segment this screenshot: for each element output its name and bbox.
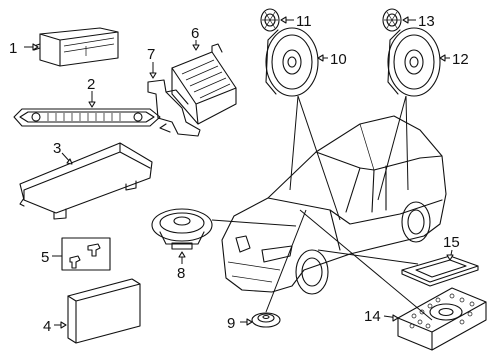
dash-display-housing — [19, 142, 153, 220]
callout-1: 1 — [9, 40, 17, 57]
front-door-speaker — [265, 27, 319, 97]
rear-tweeter — [382, 8, 402, 32]
callout-4: 4 — [43, 318, 51, 335]
callout-11: 11 — [296, 13, 312, 30]
callout-2: 2 — [87, 76, 95, 93]
mounting-bracket — [147, 79, 201, 137]
rear-door-speaker — [387, 27, 441, 97]
callout-8: 8 — [177, 265, 185, 282]
clips — [61, 237, 111, 271]
leader-lines — [211, 95, 433, 321]
callout-13: 13 — [418, 13, 435, 30]
small-tweeter — [251, 312, 281, 328]
amplifier-module — [171, 43, 237, 125]
callout-3: 3 — [53, 140, 61, 157]
subwoofer-cover — [401, 255, 479, 287]
callout-12: 12 — [452, 51, 469, 68]
callout-leaders — [24, 16, 454, 329]
callout-labels: 1 2 3 4 5 6 7 8 9 10 11 12 13 14 15 — [9, 13, 469, 335]
callout-15: 15 — [443, 234, 460, 251]
subwoofer — [397, 287, 487, 351]
front-tweeter — [260, 8, 280, 32]
vehicle-outline — [221, 115, 447, 295]
callout-7: 7 — [147, 46, 155, 63]
control-panel — [13, 108, 161, 127]
head-unit — [33, 27, 119, 67]
display-screen — [67, 278, 141, 344]
callout-10: 10 — [330, 51, 347, 68]
center-speaker — [151, 208, 213, 250]
callout-6: 6 — [191, 25, 199, 42]
callout-14: 14 — [364, 308, 381, 325]
callout-9: 9 — [227, 315, 235, 332]
callout-5: 5 — [41, 249, 49, 266]
